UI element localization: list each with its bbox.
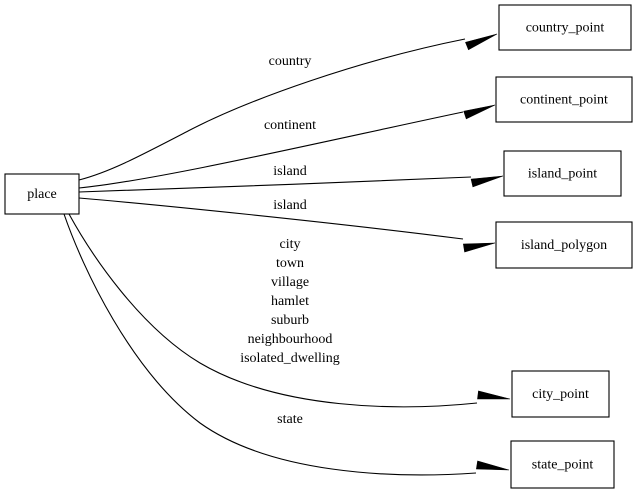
node-island_point-label: island_point <box>528 167 597 182</box>
edge-continent-line <box>78 111 464 189</box>
edge-city-point-label-6: isolated_dwelling <box>240 351 340 366</box>
nodes-layer: place country_point continent_point island_… <box>4 4 633 489</box>
edge-city-point-label-1: town <box>276 256 304 271</box>
edge-state-point-label-0: state <box>277 412 303 427</box>
node-island_point[interactable]: island_point <box>503 150 622 197</box>
edge-island-polygon-line <box>78 197 464 240</box>
node-state_point-box <box>510 440 615 489</box>
edge-country-arrowhead-icon <box>465 33 498 51</box>
edge-city-point-label-0: city <box>280 237 301 252</box>
edge-country-label-0: country <box>269 54 312 69</box>
edge-city-point-label-5: neighbourhood <box>248 332 333 347</box>
node-continent_point-label: continent_point <box>520 93 608 108</box>
node-continent_point[interactable]: continent_point <box>495 76 633 123</box>
node-place[interactable]: place <box>4 173 80 215</box>
edge-state-point-label-group: state <box>277 412 303 427</box>
edge-island-point[interactable] <box>78 175 504 193</box>
node-place-box <box>4 173 80 215</box>
node-country_point-box <box>498 4 632 51</box>
node-island_polygon[interactable]: island_polygon <box>495 221 633 269</box>
edge-city-point-label-4: suburb <box>271 313 309 328</box>
edge-island-polygon-label-group: island <box>273 198 306 213</box>
edge-island-polygon[interactable] <box>78 197 496 253</box>
edge-city-point-line <box>68 213 478 408</box>
edge-continent[interactable] <box>78 104 496 189</box>
edge-island-point-label-group: island <box>273 164 306 179</box>
edge-continent-label-group: continent <box>264 118 316 133</box>
edge-island-polygon-label-0: island <box>273 198 306 213</box>
node-city_point[interactable]: city_point <box>511 370 610 418</box>
edge-labels-layer: country continent island island city town vill… <box>240 54 340 427</box>
node-country_point-label: country_point <box>526 21 605 36</box>
edge-country-line <box>78 38 466 181</box>
edge-continent-label-0: continent <box>264 118 316 133</box>
edge-country-label-group: country <box>269 54 312 69</box>
node-state_point-label: state_point <box>532 458 594 473</box>
edge-state-point-arrowhead-icon <box>476 460 510 471</box>
edge-city-point-arrowhead-icon <box>477 390 511 400</box>
edge-continent-arrowhead-icon <box>463 104 496 120</box>
edge-state-point[interactable] <box>63 213 510 476</box>
edge-country[interactable] <box>78 33 498 181</box>
node-country_point[interactable]: country_point <box>498 4 632 51</box>
edge-state-point-line <box>63 213 477 476</box>
edge-city-point[interactable] <box>68 213 511 408</box>
node-continent_point-box <box>495 76 633 123</box>
edge-island-point-label-0: island <box>273 164 306 179</box>
node-island_polygon-label: island_polygon <box>521 238 607 253</box>
edge-island-point-arrowhead-icon <box>470 175 504 188</box>
edge-city-point-label-2: village <box>271 275 309 290</box>
node-island_polygon-box <box>495 221 633 269</box>
node-place-label: place <box>27 187 57 202</box>
edges-layer <box>63 33 511 476</box>
node-state_point[interactable]: state_point <box>510 440 615 489</box>
node-city_point-box <box>511 370 610 418</box>
edge-island-polygon-arrowhead-icon <box>463 242 496 253</box>
edge-city-point-label-group: city town village hamlet suburb neighbourhood… <box>240 237 340 366</box>
node-city_point-label: city_point <box>532 387 589 402</box>
edge-city-point-label-3: hamlet <box>271 294 309 309</box>
edge-island-point-line <box>78 176 472 193</box>
node-island_point-box <box>503 150 622 197</box>
